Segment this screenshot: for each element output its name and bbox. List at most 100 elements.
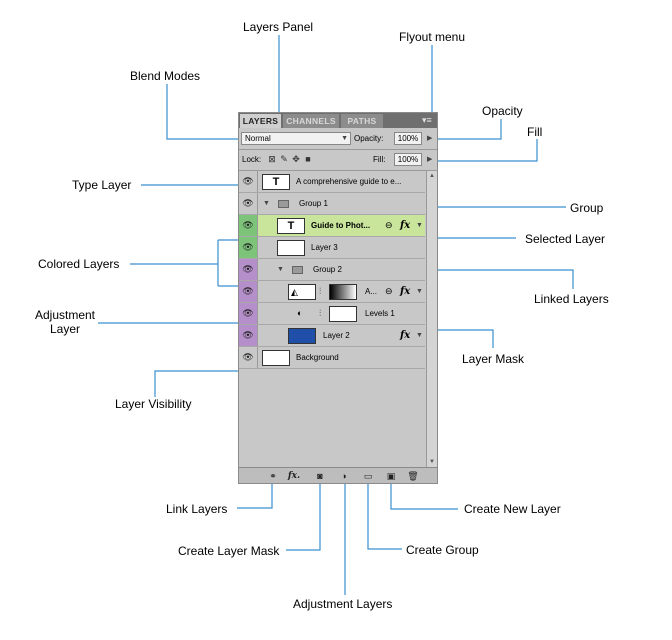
create-group-icon[interactable]: ▭ [363, 471, 373, 481]
layers-panel: LAYERS CHANNELS PATHS ▾≡ Normal ▼ Opacit… [238, 112, 438, 484]
eye-icon[interactable]: 👁 [239, 215, 258, 236]
lock-position-icon[interactable]: ✥ [292, 154, 300, 164]
callout-create-group: Create Group [406, 543, 479, 557]
callout-link-layers: Link Layers [166, 502, 228, 516]
layer-row-selected[interactable]: 👁 T Guide to Phot... ⊖ fx ▼ [239, 215, 425, 237]
layer-row-group2[interactable]: 👁 ▼ Group 2 [239, 259, 425, 281]
layers-scrollbar[interactable]: ▲ ▼ [426, 171, 437, 467]
layer-mask-thumbnail [329, 284, 357, 300]
add-layer-style-icon[interactable]: fx. [287, 471, 301, 481]
type-layer-thumbnail: T [262, 174, 290, 190]
layer-name: A... [365, 287, 378, 296]
tab-layers[interactable]: LAYERS [240, 114, 281, 128]
eye-icon[interactable]: 👁 [239, 281, 258, 302]
layer-name: Layer 2 [323, 331, 350, 340]
fx-icon[interactable]: fx [400, 330, 411, 341]
layer-row-group1[interactable]: 👁 ▼ Group 1 [239, 193, 425, 215]
adjustment-layer-icon[interactable]: ◑ [341, 471, 347, 481]
layer-row-background[interactable]: 👁 Background [239, 347, 425, 369]
callout-selected-layer: Selected Layer [525, 232, 606, 246]
eye-icon[interactable]: 👁 [239, 303, 258, 324]
layer-mask-thumbnail [329, 306, 357, 322]
callout-flyout-menu: Flyout menu [399, 30, 466, 44]
opacity-label: Opacity: [354, 134, 384, 143]
layer-name: Background [296, 353, 339, 362]
mask-link-icon[interactable]: ⫶ [319, 308, 322, 318]
lock-label: Lock: [242, 155, 262, 164]
delete-layer-icon[interactable]: 🗑 [407, 471, 419, 481]
layers-list: 👁 T A comprehensive guide to e... 👁 ▼ Gr… [239, 171, 425, 467]
layer-thumbnail [288, 328, 316, 344]
eye-icon[interactable]: 👁 [239, 193, 258, 214]
scroll-up-icon[interactable]: ▲ [429, 173, 435, 179]
panel-bottom-toolbar: ⚭ fx. ◙ ◑ ▭ ▣ 🗑 [239, 467, 437, 483]
layer-name: Guide to Phot... [311, 221, 371, 230]
layer-row-layer2[interactable]: 👁 Layer 2 fx ▼ [239, 325, 425, 347]
lock-image-brush-icon[interactable]: ✎ [280, 154, 288, 164]
callout-layer-visibility: Layer Visibility [115, 397, 192, 411]
blend-mode-value: Normal [245, 134, 271, 143]
callout-linked-layers: Linked Layers [534, 292, 609, 306]
layer-row-layer3[interactable]: 👁 Layer 3 [239, 237, 425, 259]
callout-create-layer-mask: Create Layer Mask [178, 544, 280, 558]
eye-icon[interactable]: 👁 [239, 237, 258, 258]
callout-create-new-layer: Create New Layer [464, 502, 561, 516]
link-chain-icon: ⊖ [385, 286, 393, 296]
link-layers-icon[interactable]: ⚭ [269, 471, 277, 481]
fx-icon[interactable]: fx [400, 220, 411, 231]
create-new-layer-icon[interactable]: ▣ [386, 471, 396, 481]
lock-all-icon[interactable]: ■ [305, 154, 311, 164]
opacity-slider-arrow-icon[interactable]: ▶ [427, 135, 433, 142]
callout-group: Group [570, 201, 604, 215]
flyout-menu-icon[interactable]: ▾≡ [422, 115, 432, 125]
lock-transparency-icon[interactable]: ⊠ [268, 154, 276, 164]
layer-name: Levels 1 [365, 309, 395, 318]
layer-thumbnail [262, 350, 290, 366]
callout-adjustment-layer-line1: Adjustment [34, 308, 96, 322]
blend-opacity-row: Normal ▼ Opacity: 100% ▶ [239, 129, 437, 150]
eye-icon[interactable]: 👁 [239, 171, 258, 192]
opacity-field[interactable]: 100% [394, 132, 422, 145]
callout-colored-layers: Colored Layers [38, 257, 120, 271]
tab-channels[interactable]: CHANNELS [283, 114, 339, 128]
effects-triangle-icon[interactable]: ▼ [416, 288, 423, 295]
fx-icon[interactable]: fx [400, 286, 411, 297]
folder-icon [292, 266, 303, 274]
callout-adjustment-layers: Adjustment Layers [293, 597, 393, 611]
eye-icon[interactable]: 👁 [239, 325, 258, 346]
adjustment-icon: ◐ [297, 308, 303, 318]
effects-triangle-icon[interactable]: ▼ [416, 332, 423, 339]
tab-paths[interactable]: PATHS [341, 114, 383, 128]
callout-fill: Fill [527, 125, 543, 139]
eye-icon[interactable]: 👁 [239, 259, 258, 280]
eye-icon[interactable]: 👁 [239, 347, 258, 368]
chevron-down-icon: ▼ [341, 135, 348, 142]
mask-link-icon[interactable]: ⫶ [319, 286, 322, 296]
fill-slider-arrow-icon[interactable]: ▶ [427, 156, 433, 163]
layer-row-masked[interactable]: 👁 ◭ ⫶ A... ⊖ fx ▼ [239, 281, 425, 303]
layer-name: Group 1 [299, 199, 328, 208]
type-layer-thumbnail: T [277, 218, 305, 234]
layer-thumbnail: ◭ [288, 284, 316, 300]
callout-blend-modes: Blend Modes [130, 69, 201, 83]
effects-triangle-icon[interactable]: ▼ [416, 222, 423, 229]
layer-row-levels[interactable]: 👁 ◐ ⫶ Levels 1 [239, 303, 425, 325]
layer-name: A comprehensive guide to e... [296, 177, 402, 186]
callout-adjustment-layer: Adjustment Layer [32, 308, 98, 336]
fill-label: Fill: [373, 155, 386, 164]
callout-adjustment-layer-line2: Layer [49, 322, 81, 336]
panel-tab-bar: LAYERS CHANNELS PATHS ▾≡ [239, 113, 437, 128]
lock-fill-row: Lock: ⊠ ✎ ✥ ■ Fill: 100% ▶ [239, 150, 437, 171]
layer-row-type[interactable]: 👁 T A comprehensive guide to e... [239, 171, 425, 193]
add-layer-mask-icon[interactable]: ◙ [317, 471, 323, 481]
blend-mode-select[interactable]: Normal ▼ [241, 132, 351, 145]
link-chain-icon: ⊖ [385, 220, 393, 230]
fill-field[interactable]: 100% [394, 153, 422, 166]
layer-thumbnail [277, 240, 305, 256]
layer-name: Layer 3 [311, 243, 338, 252]
callout-type-layer: Type Layer [72, 178, 132, 192]
expand-triangle-icon[interactable]: ▼ [277, 266, 284, 273]
expand-triangle-icon[interactable]: ▼ [263, 200, 270, 207]
scroll-down-icon[interactable]: ▼ [429, 459, 435, 465]
callout-layer-mask: Layer Mask [462, 352, 525, 366]
